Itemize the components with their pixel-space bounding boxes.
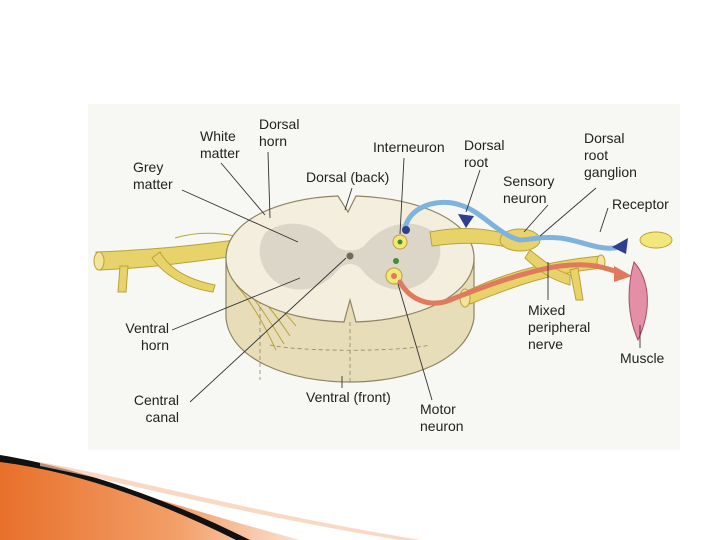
motor-arrow	[614, 266, 632, 282]
label-dorsal-back-text: Dorsal (back)	[306, 169, 390, 185]
label-dorsal-root: Dorsal root	[464, 137, 504, 171]
label-dorsal-horn: Dorsal horn	[259, 116, 299, 150]
label-motor-neuron-line1: Motor	[420, 401, 456, 417]
label-ventral-horn-line2: horn	[140, 337, 169, 353]
label-ventral-horn: Ventral horn	[119, 320, 169, 354]
label-muscle: Muscle	[620, 350, 664, 367]
label-central-canal-line1: Central	[133, 392, 179, 408]
label-ventral-horn-line1: Ventral	[125, 320, 169, 336]
label-dorsal-root-line2: root	[464, 154, 489, 170]
label-white-matter-line2: matter	[200, 145, 240, 161]
label-interneuron-text: Interneuron	[373, 139, 445, 155]
label-dorsal-horn-line1: Dorsal	[259, 116, 300, 132]
receptor	[639, 231, 673, 249]
label-sensory-neuron-line1: Sensory	[503, 173, 555, 189]
label-ventral-front: Ventral (front)	[306, 389, 391, 406]
muscle	[628, 260, 648, 342]
label-sensory-neuron-line2: neuron	[503, 190, 547, 206]
label-motor-neuron-line2: neuron	[420, 418, 464, 434]
label-white-matter-line1: White	[200, 128, 236, 144]
sensory-arrow	[458, 214, 474, 228]
label-dorsal-back: Dorsal (back)	[306, 169, 389, 186]
label-dorsal-root-ganglion: Dorsal root ganglion	[584, 130, 637, 181]
label-grey-matter: Grey matter	[133, 159, 173, 193]
label-sensory-neuron: Sensory neuron	[503, 173, 554, 207]
label-drg-line1: Dorsal	[584, 130, 625, 146]
label-drg-line2: root	[584, 147, 609, 163]
label-white-matter: White matter	[200, 128, 240, 162]
label-mpn-line3: nerve	[528, 336, 564, 352]
label-ventral-front-text: Ventral (front)	[306, 389, 391, 405]
label-mpn-line1: Mixed	[528, 302, 566, 318]
label-dorsal-horn-line2: horn	[259, 133, 288, 149]
label-mpn-line2: peripheral	[528, 319, 591, 335]
label-grey-matter-line1: Grey	[133, 159, 164, 175]
label-central-canal-line2: canal	[145, 409, 179, 425]
label-grey-matter-line2: matter	[133, 176, 173, 192]
motor-path	[397, 262, 621, 306]
label-motor-neuron: Motor neuron	[420, 401, 464, 435]
label-drg-line3: ganglion	[584, 164, 637, 180]
label-central-canal: Central canal	[127, 392, 179, 426]
label-muscle-text: Muscle	[620, 350, 665, 366]
leader-lines	[171, 151, 641, 403]
label-dorsal-root-line1: Dorsal	[464, 137, 505, 153]
label-receptor: Receptor	[612, 196, 669, 213]
central-canal	[346, 252, 354, 260]
label-receptor-text: Receptor	[612, 196, 669, 212]
sensory-path	[402, 199, 623, 251]
receptor-arrow	[612, 238, 628, 254]
label-mixed-peripheral-nerve: Mixed peripheral nerve	[528, 302, 590, 353]
label-interneuron: Interneuron	[373, 139, 445, 156]
